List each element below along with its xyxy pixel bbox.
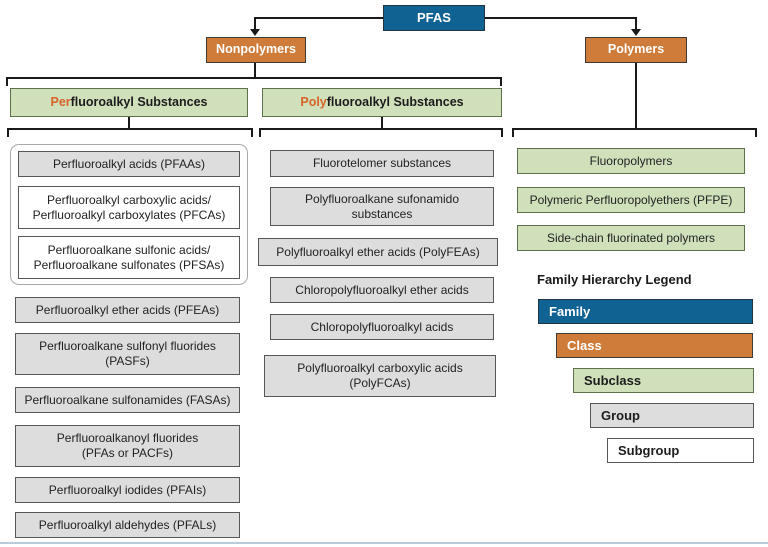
- connector-line: [128, 117, 130, 129]
- legend-group: Group: [590, 403, 754, 428]
- connector-line: [635, 17, 637, 30]
- subclass-label: Polyfluoroalkyl Substances: [300, 95, 463, 110]
- node-pfcas: Perfluoroalkyl carboxylic acids/ Perfluo…: [18, 186, 240, 229]
- legend-class: Class: [556, 333, 753, 358]
- node-fasas: Perfluoroalkane sulfonamides (FASAs): [15, 387, 240, 413]
- prefix-per: Per: [50, 94, 71, 109]
- node-pfas: PFAS: [383, 5, 485, 31]
- node-chloro-ether-acids: Chloropolyfluoroalkyl ether acids: [270, 277, 494, 303]
- legend-title: Family Hierarchy Legend: [537, 272, 692, 287]
- node-pfsas: Perfluoroalkane sulfonic acids/ Perfluor…: [18, 236, 240, 279]
- bracket-nonpolymers: [6, 77, 502, 86]
- node-nonpolymers: Nonpolymers: [206, 37, 306, 63]
- node-polymers: Polymers: [585, 37, 687, 63]
- connector-line: [254, 17, 256, 30]
- node-fluorotelomer: Fluorotelomer substances: [270, 150, 494, 177]
- rest-poly: fluoroalkyl Substances: [326, 94, 464, 109]
- rest-per: fluoroalkyl Substances: [70, 94, 208, 109]
- node-chloro-acids: Chloropolyfluoroalkyl acids: [270, 314, 494, 340]
- node-pfas-pacfs: Perfluoroalkanoyl fluorides (PFAs or PAC…: [15, 425, 240, 467]
- connector-line: [254, 17, 384, 19]
- arrow-down-icon: [631, 29, 641, 36]
- bottom-divider: [0, 542, 768, 544]
- node-pfaas: Perfluoroalkyl acids (PFAAs): [18, 151, 240, 177]
- legend-family: Family: [538, 299, 753, 324]
- arrow-down-icon: [250, 29, 260, 36]
- node-pfais: Perfluoroalkyl iodides (PFAIs): [15, 477, 240, 503]
- node-fluoropolymers: Fluoropolymers: [517, 148, 745, 174]
- node-perfluoroalkyl-substances: Perfluoroalkyl Substances: [10, 88, 248, 117]
- connector-line: [485, 17, 637, 19]
- legend-subgroup: Subgroup: [607, 438, 754, 463]
- legend-subclass: Subclass: [573, 368, 754, 393]
- node-pfals: Perfluoroalkyl aldehydes (PFALs): [15, 512, 240, 538]
- node-polyfcas: Polyfluoroalkyl carboxylic acids (PolyFC…: [264, 355, 496, 397]
- node-pfpe: Polymeric Perfluoropolyethers (PFPE): [517, 187, 745, 213]
- prefix-poly: Poly: [300, 94, 327, 109]
- node-polyfeas: Polyfluoroalkyl ether acids (PolyFEAs): [258, 238, 498, 266]
- subclass-label: Perfluoroalkyl Substances: [50, 95, 207, 110]
- node-polyfluoroalkyl-substances: Polyfluoroalkyl Substances: [262, 88, 502, 117]
- connector-line: [635, 63, 637, 128]
- connector-line: [254, 63, 256, 77]
- connector-line: [381, 117, 383, 129]
- node-pasfs: Perfluoroalkane sulfonyl fluorides (PASF…: [15, 333, 240, 375]
- bracket-perfluoroalkyl: [7, 128, 253, 137]
- node-side-chain-polymers: Side-chain fluorinated polymers: [517, 225, 745, 251]
- node-sufonamido: Polyfluoroalkane sufonamido substances: [270, 187, 494, 226]
- node-pfeas: Perfluoroalkyl ether acids (PFEAs): [15, 297, 240, 323]
- bracket-polyfluoroalkyl: [259, 128, 503, 137]
- bracket-polymers: [512, 128, 757, 137]
